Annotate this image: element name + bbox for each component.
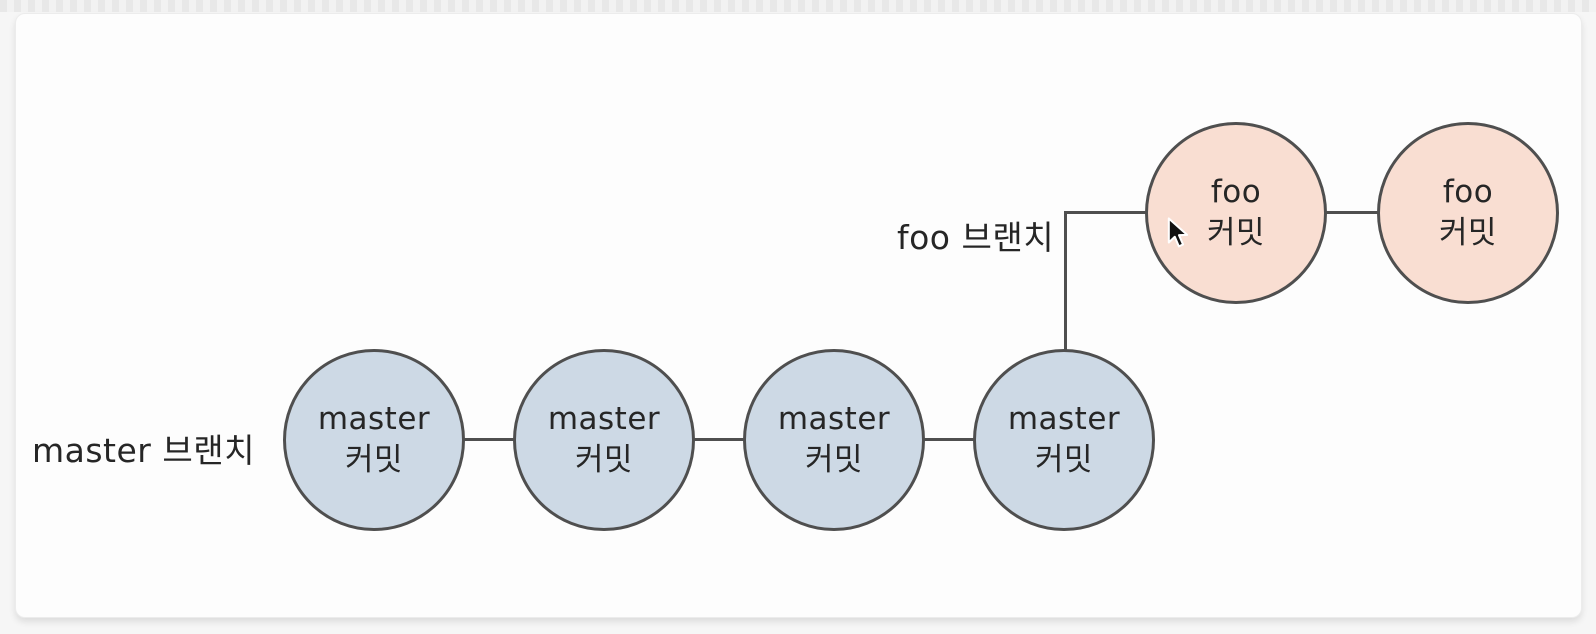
commit-node-sublabel: 커밋 — [804, 442, 864, 478]
commit-node-label: foo — [1210, 174, 1262, 211]
commit-node-sublabel: 커밋 — [1034, 442, 1094, 478]
mouse-cursor — [1167, 217, 1191, 253]
commit-node-master-1[interactable]: master 커밋 — [283, 349, 465, 531]
commit-node-sublabel: 커밋 — [574, 442, 634, 478]
commit-node-master-2[interactable]: master 커밋 — [513, 349, 695, 531]
foo-branch-fork-line — [1064, 211, 1067, 354]
foo-branch-label: foo 브랜치 — [897, 218, 1055, 257]
commit-node-label: master — [547, 401, 661, 438]
master-branch-connector-line — [374, 438, 1064, 441]
commit-node-master-4[interactable]: master 커밋 — [973, 349, 1155, 531]
commit-node-label: master — [1007, 401, 1121, 438]
commit-node-master-3[interactable]: master 커밋 — [743, 349, 925, 531]
commit-node-sublabel: 커밋 — [344, 442, 404, 478]
arrow-pointer-icon — [1167, 217, 1189, 248]
commit-node-sublabel: 커밋 — [1438, 215, 1498, 251]
commit-node-label: master — [777, 401, 891, 438]
commit-node-label: master — [317, 401, 431, 438]
commit-node-foo-2[interactable]: foo 커밋 — [1377, 122, 1559, 304]
commit-node-sublabel: 커밋 — [1206, 215, 1266, 251]
commit-node-label: foo — [1442, 174, 1494, 211]
master-branch-label: master 브랜치 — [32, 431, 255, 470]
whiteboard-canvas[interactable] — [15, 13, 1582, 618]
commit-node-foo-1[interactable]: foo 커밋 — [1145, 122, 1327, 304]
desktop-background-texture — [0, 0, 1596, 12]
